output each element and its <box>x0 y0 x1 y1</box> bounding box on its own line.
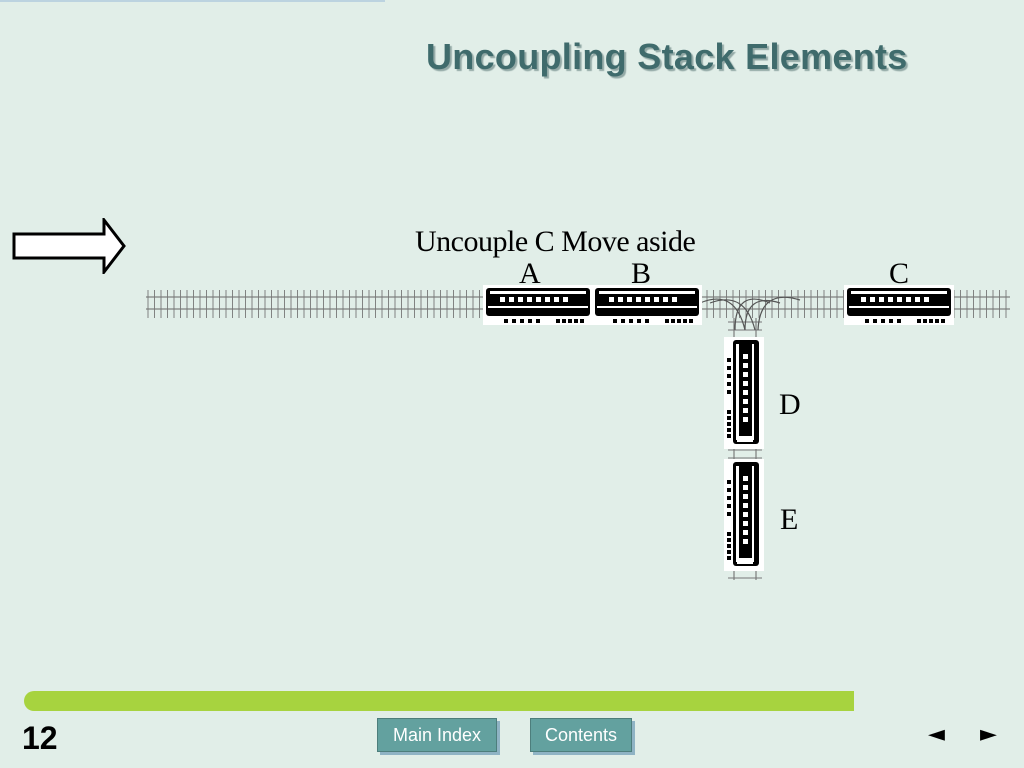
step-caption: Uncouple C Move aside <box>415 225 696 258</box>
progress-bar <box>24 691 854 711</box>
train-yard-diagram <box>146 285 1010 580</box>
contents-button[interactable]: Contents <box>530 718 632 752</box>
page-number: 12 <box>22 720 58 756</box>
previous-slide-icon[interactable]: ◄ <box>928 722 945 747</box>
train-cars <box>483 285 954 571</box>
right-arrow-icon <box>12 218 126 274</box>
main-index-button[interactable]: Main Index <box>377 718 497 752</box>
car-label-a: A <box>519 257 541 290</box>
car-label-c: C <box>889 257 910 290</box>
train-car-b <box>592 285 702 325</box>
top-accent-line <box>0 0 385 2</box>
switch-junction <box>699 296 801 331</box>
car-label-d: D <box>779 388 801 421</box>
railway-track <box>146 290 1010 580</box>
train-car-e <box>724 459 764 571</box>
car-label-e: E <box>780 503 799 536</box>
next-slide-icon[interactable]: ► <box>980 722 997 747</box>
train-car-d <box>724 337 764 449</box>
car-label-b: B <box>631 257 652 290</box>
page-title: Uncoupling Stack Elements <box>426 36 908 77</box>
train-car-c <box>844 285 954 325</box>
train-car-a <box>483 285 593 325</box>
